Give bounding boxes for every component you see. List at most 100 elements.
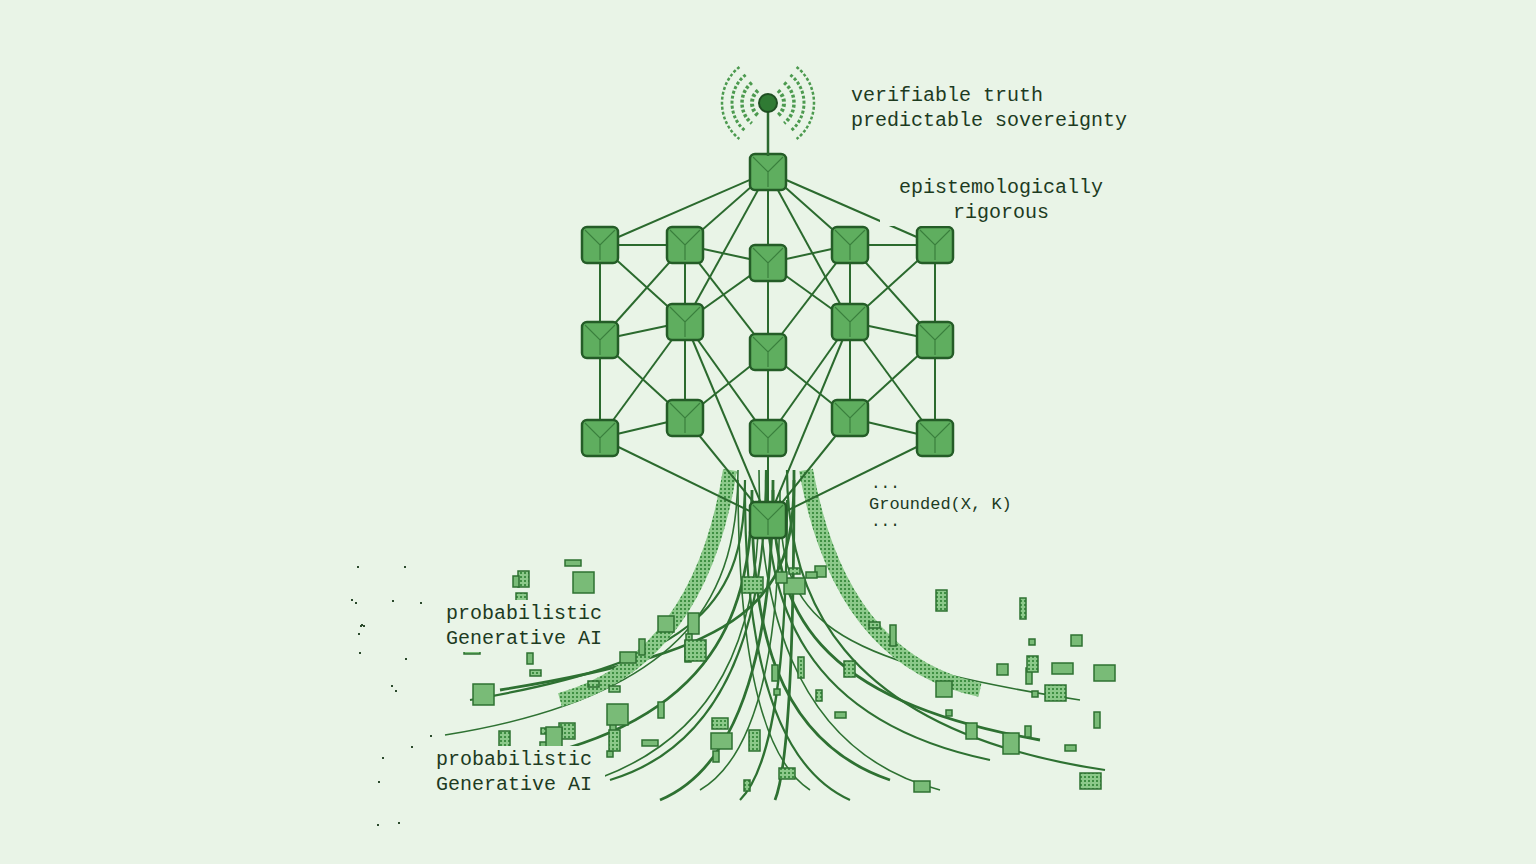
pixel-block <box>1052 663 1073 674</box>
pixel-block <box>685 640 706 661</box>
pixel-block <box>499 731 510 747</box>
network-square <box>750 502 786 538</box>
pixel-block <box>711 733 732 749</box>
pixel-block <box>890 625 896 646</box>
network-square <box>917 420 953 456</box>
network-square <box>917 322 953 358</box>
pixel-block <box>779 768 795 779</box>
root-strand <box>470 480 745 700</box>
speck <box>361 624 363 626</box>
speck <box>355 602 357 604</box>
pixel-block <box>565 560 581 566</box>
pixel-block <box>914 781 930 792</box>
network-square <box>667 227 703 263</box>
signal-wave <box>722 67 739 139</box>
speck <box>357 566 359 568</box>
root-strand <box>787 470 1105 770</box>
pixel-block <box>712 718 728 729</box>
pixel-block <box>642 740 658 746</box>
speck <box>391 685 393 687</box>
pixel-block <box>1003 733 1019 754</box>
root-strand <box>738 480 810 790</box>
speck <box>363 625 365 627</box>
pixel-block <box>936 590 947 611</box>
speck <box>411 746 413 748</box>
pixel-block <box>513 576 519 587</box>
speck <box>398 822 400 824</box>
speck <box>360 625 362 627</box>
pixel-block <box>844 661 855 677</box>
pixel-block <box>1071 635 1082 646</box>
pixel-block <box>835 712 846 718</box>
square-facet <box>920 325 950 355</box>
antenna-tip <box>759 94 777 112</box>
network-square <box>582 322 618 358</box>
pixel-block <box>1045 685 1066 701</box>
pixel-block <box>798 657 804 678</box>
square-facet <box>585 325 615 355</box>
square-facet <box>835 307 865 337</box>
signal-wave <box>790 75 804 131</box>
square-facet <box>753 423 783 453</box>
annotation-label: epistemologically rigorous <box>880 174 1122 226</box>
pixel-block <box>1065 745 1076 751</box>
network-square <box>917 227 953 263</box>
speck <box>404 566 406 568</box>
square-facet <box>920 230 950 260</box>
pixel-block <box>607 704 628 725</box>
pixel-block <box>688 613 699 634</box>
root-strand <box>745 490 850 800</box>
pixel-block <box>806 572 817 578</box>
pixel-block <box>1094 712 1100 728</box>
pixel-block <box>658 616 674 632</box>
network-square <box>832 400 868 436</box>
pixel-blocks <box>351 560 1115 826</box>
speck <box>351 599 353 601</box>
root-strand <box>610 470 766 780</box>
network-square <box>582 420 618 456</box>
network-square <box>750 334 786 370</box>
annotation-label: ... <box>868 512 914 532</box>
annotation-label: verifiable truth predictable sovereignty <box>848 82 1174 134</box>
pixel-block <box>1032 691 1038 697</box>
pixel-block <box>966 723 977 739</box>
root-strand <box>766 480 990 760</box>
pixel-block <box>609 730 620 751</box>
network-square <box>832 304 868 340</box>
pixel-block <box>527 653 533 664</box>
speck <box>358 633 360 635</box>
square-facet <box>670 403 700 433</box>
pixel-block <box>772 665 778 681</box>
pixel-block <box>997 664 1008 675</box>
signal-wave <box>732 75 746 131</box>
pixel-block <box>1020 598 1026 619</box>
pixel-block <box>749 730 760 751</box>
speck <box>377 824 379 826</box>
square-facet <box>585 230 615 260</box>
speck <box>359 652 361 654</box>
pixel-block <box>713 751 719 762</box>
pixel-block <box>869 622 880 628</box>
square-facet <box>835 230 865 260</box>
pixel-block <box>620 652 636 663</box>
pixel-block <box>639 639 645 655</box>
root-band <box>560 470 730 700</box>
pixel-block <box>473 684 494 705</box>
pixel-block <box>1029 639 1035 645</box>
network-square <box>750 245 786 281</box>
pixel-block <box>1080 773 1101 789</box>
annotation-label: probabilistic Generative AI <box>443 600 615 652</box>
square-facet <box>920 423 950 453</box>
pixel-block <box>816 690 822 701</box>
pixel-block <box>1027 656 1038 672</box>
pixel-block <box>588 681 599 687</box>
pixel-block <box>774 689 780 695</box>
pixel-block <box>1094 665 1115 681</box>
network-square <box>832 227 868 263</box>
square-facet <box>753 337 783 367</box>
pixel-block <box>609 686 620 692</box>
pixel-block <box>546 727 562 748</box>
speck <box>430 735 432 737</box>
speck <box>378 781 380 783</box>
